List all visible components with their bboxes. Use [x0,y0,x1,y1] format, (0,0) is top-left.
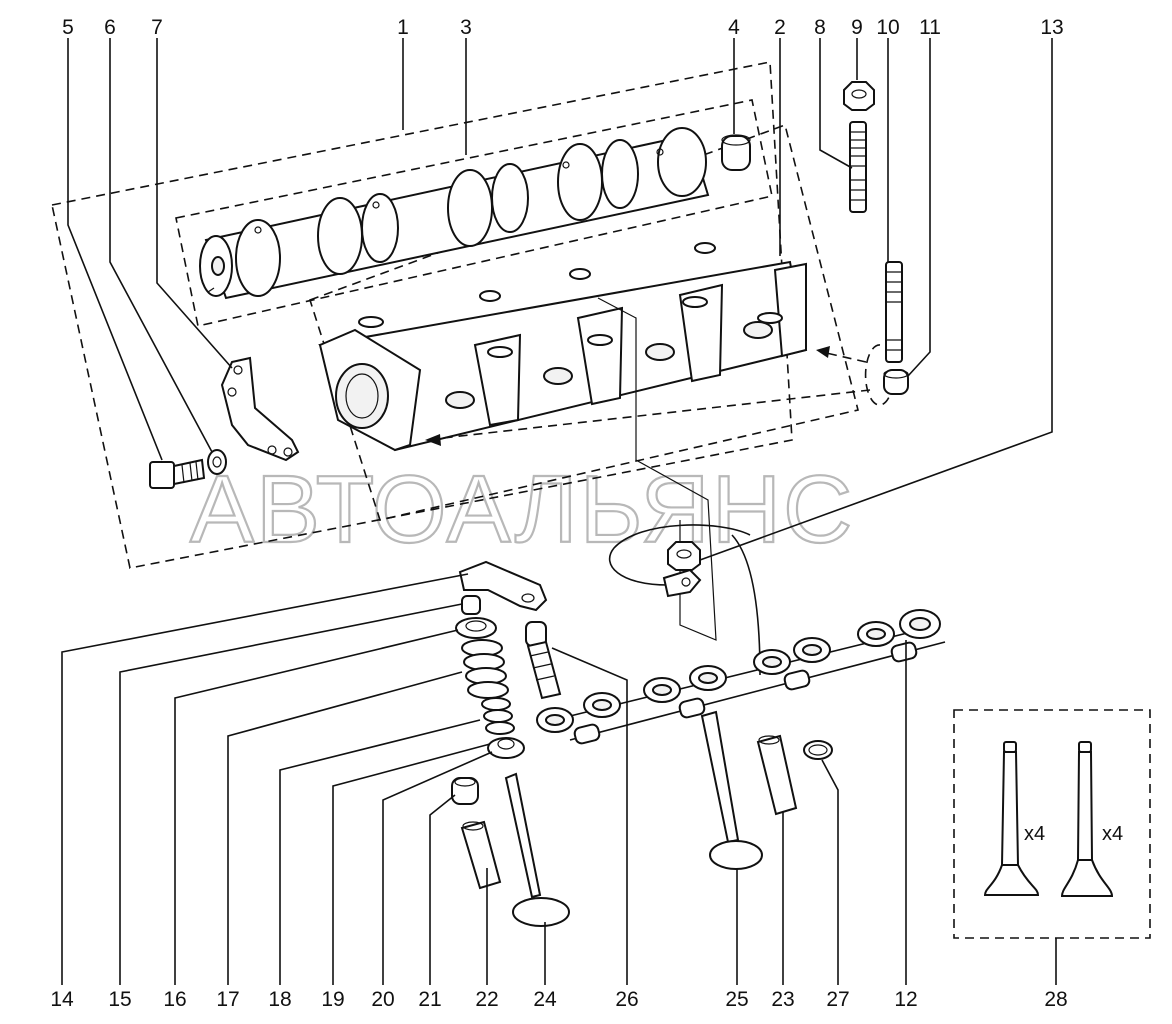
valve-inset-box [953,709,1151,939]
callout-8: 8 [814,16,826,39]
inset-right-quantity: x4 [1102,823,1123,845]
callout-24: 24 [533,988,557,1011]
o-ring [803,740,833,760]
leader-lines-top [67,38,1053,561]
callout-10: 10 [876,16,899,39]
assembly-arrowhead-lower [425,434,441,446]
spring-retainer [455,617,497,639]
dowel-bracket [864,344,891,406]
callout-4: 4 [728,16,740,39]
bracket-plate [220,356,300,462]
callout-22: 22 [475,988,498,1011]
callout-27: 27 [826,988,849,1011]
callout-labels-bottom: 14 15 16 17 18 19 20 21 22 24 26 25 23 2… [50,988,1067,1011]
callout-14: 14 [50,988,74,1011]
washer [207,449,227,475]
callout-16: 16 [163,988,186,1011]
leader-lines-bottom [61,573,1057,985]
callout-7: 7 [151,16,163,39]
stud-upper [849,121,867,213]
callout-20: 20 [371,988,394,1011]
bolt [149,458,206,489]
sensor-terminal [662,568,702,598]
callout-2: 2 [774,16,786,39]
callout-15: 15 [108,988,131,1011]
hydraulic-lifter [525,621,562,700]
inset-left-quantity: x4 [1024,823,1045,845]
callout-19: 19 [321,988,344,1011]
callout-17: 17 [216,988,239,1011]
callout-5: 5 [62,16,74,39]
assembly-arrow-right [821,351,867,363]
callout-11: 11 [919,16,941,39]
exhaust-valve [700,710,763,870]
assembly-box-outer [51,61,793,569]
callout-12: 12 [894,988,917,1011]
callout-28: 28 [1044,988,1067,1011]
inset-exhaust-valve [1060,741,1114,897]
callout-6: 6 [104,16,116,39]
stud-lower [885,261,903,363]
callout-18: 18 [268,988,291,1011]
valve-spring-outer [461,639,509,699]
callout-labels-top: 5 6 7 1 3 4 2 8 9 10 11 13 [62,16,1064,39]
callout-13: 13 [1040,16,1063,39]
callout-9: 9 [851,16,863,39]
watermark: АВТОАЛЬЯНС [190,456,854,563]
assembly-arrowhead-right [816,346,830,358]
valve-guide-left [460,820,502,890]
camshaft [199,127,710,300]
camshaft-housing [318,242,808,452]
valve-stem-seal [451,777,479,805]
valve-spring-inner [481,697,515,735]
sensor-wire [608,524,751,586]
valve-keeper [461,595,481,615]
callout-1: 1 [397,16,409,39]
spring-seat [487,737,525,759]
callout-26: 26 [615,988,638,1011]
rocker-arm [458,560,548,612]
callout-23: 23 [771,988,794,1011]
callout-25: 25 [725,988,748,1011]
valve-guide-right [756,734,798,816]
intake-valve [504,772,570,927]
callout-3: 3 [460,16,472,39]
inset-intake-valve [983,741,1040,896]
camshaft-box [175,99,773,327]
dowel-sleeve [883,369,909,395]
callout-21: 21 [418,988,441,1011]
section-line [597,297,717,641]
sensor-nut [667,541,701,571]
fuel-rail [536,609,946,745]
camshaft-plug [721,134,751,171]
nut-upper [843,81,875,111]
